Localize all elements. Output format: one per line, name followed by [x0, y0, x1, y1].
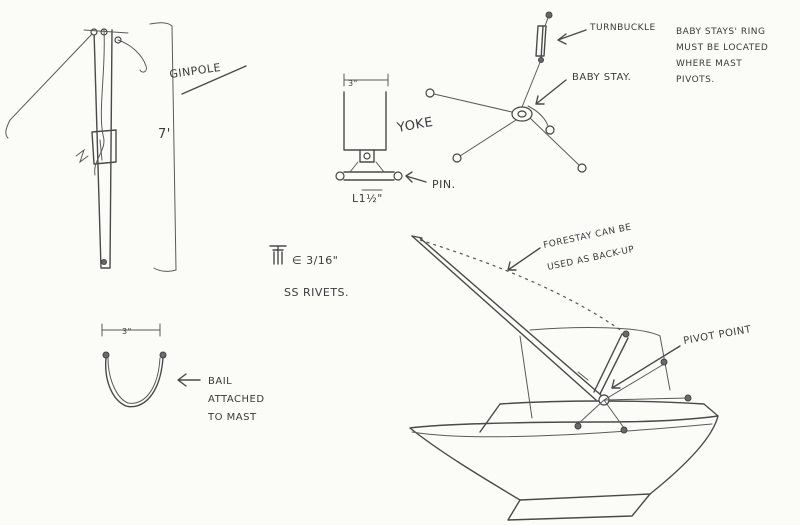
- angle-size-label: L1½": [352, 192, 383, 205]
- ginpole-drawing: [5, 22, 177, 272]
- rivet-size-label: ∈ 3/16": [292, 254, 338, 267]
- forestay-label-2: USED AS BACK-UP: [547, 245, 636, 273]
- turnbuckle-label: TURNBUCKLE: [589, 23, 656, 33]
- yoke-label: YOKE: [395, 115, 434, 136]
- ginpole-label: GINPOLE: [169, 61, 222, 81]
- pivot-point-label: PIVOT POINT: [683, 324, 753, 347]
- bail-label-2: ATTACHED: [208, 394, 265, 405]
- note-line-4: PIVOTS.: [676, 75, 715, 85]
- bail-width-label: 3": [122, 327, 132, 336]
- pin-label: PIN.: [432, 178, 456, 191]
- note-line-1: BABY STAYS' RING: [676, 27, 766, 37]
- bail-drawing: [101, 323, 201, 408]
- baby-stays-note: BABY STAYS' RING MUST BE LOCATED WHERE M…: [676, 27, 768, 85]
- yoke-width-label: 3": [348, 79, 358, 88]
- baby-stays-drawing: [425, 11, 587, 173]
- bail-label-1: BAIL: [208, 376, 232, 387]
- rivets-label: SS RIVETS.: [284, 286, 349, 299]
- ginpole-underline: [181, 65, 247, 95]
- baby-stay-label: BABY STAY.: [572, 72, 631, 83]
- ginpole-height-label: 7': [158, 127, 171, 142]
- forestay-label-1: FORESTAY CAN BE: [543, 222, 633, 250]
- bail-label-3: TO MAST: [207, 412, 257, 423]
- note-line-3: WHERE MAST: [676, 59, 742, 69]
- boat-drawing: [409, 235, 719, 521]
- note-line-2: MUST BE LOCATED: [676, 43, 768, 53]
- yoke-drawing: [335, 73, 427, 191]
- rivet-drawing: [269, 245, 287, 265]
